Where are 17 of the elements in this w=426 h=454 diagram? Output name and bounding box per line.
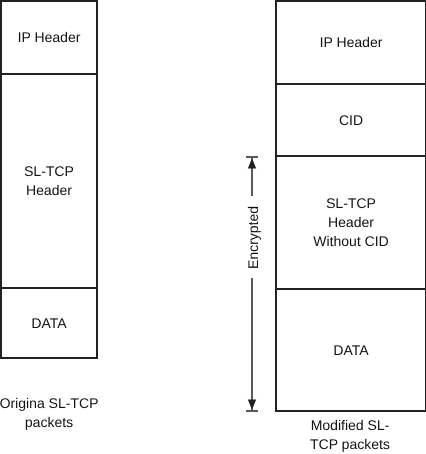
header-block xyxy=(0,73,98,289)
caption: Origina SL-TCP packets xyxy=(0,394,100,432)
field-block xyxy=(275,83,426,157)
caption: Modified SL-TCP packets xyxy=(309,416,391,454)
data-block xyxy=(275,288,426,412)
block-label: IP Header xyxy=(318,33,384,52)
block-label: SL-TCP Header Without CID xyxy=(312,194,390,251)
block-label: SL-TCP Header xyxy=(23,162,75,200)
header-block xyxy=(0,0,98,75)
header-block xyxy=(275,155,426,290)
block-label: CID xyxy=(338,110,364,130)
block-label: DATA xyxy=(332,340,370,360)
dimension-label: Encrypted xyxy=(244,204,262,271)
block-label: DATA xyxy=(30,314,68,332)
header-block xyxy=(275,0,426,85)
data-block xyxy=(0,287,98,359)
block-label: IP Header xyxy=(16,28,82,47)
